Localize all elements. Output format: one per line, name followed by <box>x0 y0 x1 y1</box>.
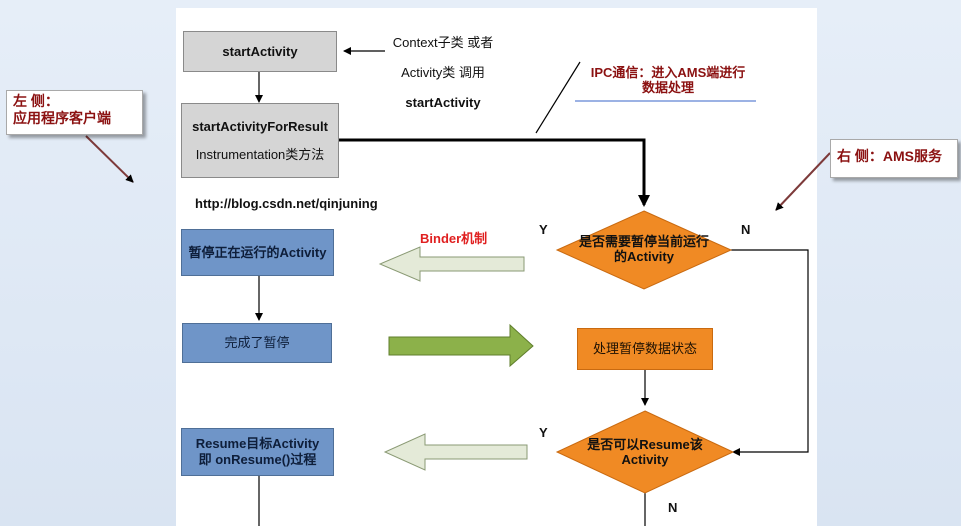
left-callout-pointer <box>85 135 134 183</box>
context-note-line1: Context子类 或者 <box>392 35 494 50</box>
binder-left-arrow-1 <box>378 246 525 282</box>
right-callout-pointer <box>775 152 831 211</box>
ipc-leader-line <box>535 61 581 134</box>
can-resume-diamond <box>555 410 735 494</box>
y-label-2: Y <box>539 425 548 440</box>
instrumentation-label: Instrumentation类方法 <box>195 146 325 162</box>
process-pause-state-label: 处理暂停数据状态 <box>592 341 697 356</box>
y-label-1: Y <box>539 222 548 237</box>
no-branch-line <box>731 249 809 456</box>
binder-right-arrow <box>388 323 534 368</box>
need-pause-label: 是否需要暂停当前运行 的Activity <box>578 234 709 264</box>
resume-target-box: Resume目标Activity 即 onResume()过程 <box>181 428 334 476</box>
pause-done-label: 完成了暂停 <box>224 335 290 350</box>
context-note: Context子类 或者 Activity类 调用 startActivity <box>386 20 500 125</box>
pause-running-box: 暂停正在运行的Activity <box>181 229 334 276</box>
context-note-line3: startActivity <box>405 95 481 110</box>
pause-done-box: 完成了暂停 <box>182 323 332 363</box>
resume-target-label: Resume目标Activity 即 onResume()过程 <box>195 436 320 467</box>
ipc-flow-arrow <box>339 138 650 207</box>
binder-label: Binder机制 <box>420 231 488 246</box>
process-pause-state-box: 处理暂停数据状态 <box>577 328 713 370</box>
start-activity-for-result-label: startActivityForResult <box>192 118 328 134</box>
start-activity-for-result-box: startActivityForResult Instrumentation类方… <box>181 103 339 178</box>
start-activity-box: startActivity <box>183 31 337 72</box>
start-activity-label: startActivity <box>222 43 298 59</box>
right-side-callout: 右 侧：AMS服务 <box>830 139 958 178</box>
left-side-callout: 左 侧： 应用程序客户端 <box>6 90 143 135</box>
pause-running-label: 暂停正在运行的Activity <box>188 244 327 260</box>
n-label-1: N <box>741 222 751 237</box>
blog-url: http://blog.csdn.net/qinjuning <box>195 196 378 211</box>
need-pause-diamond <box>555 210 733 290</box>
binder-left-arrow-2 <box>383 433 528 471</box>
n-label-2: N <box>668 500 678 515</box>
context-note-line2: Activity类 调用 <box>401 65 485 80</box>
can-resume-label: 是否可以Resume该 Activity <box>587 437 703 467</box>
ipc-note: IPC通信：进入AMS端进行 数据处理 <box>590 65 746 95</box>
